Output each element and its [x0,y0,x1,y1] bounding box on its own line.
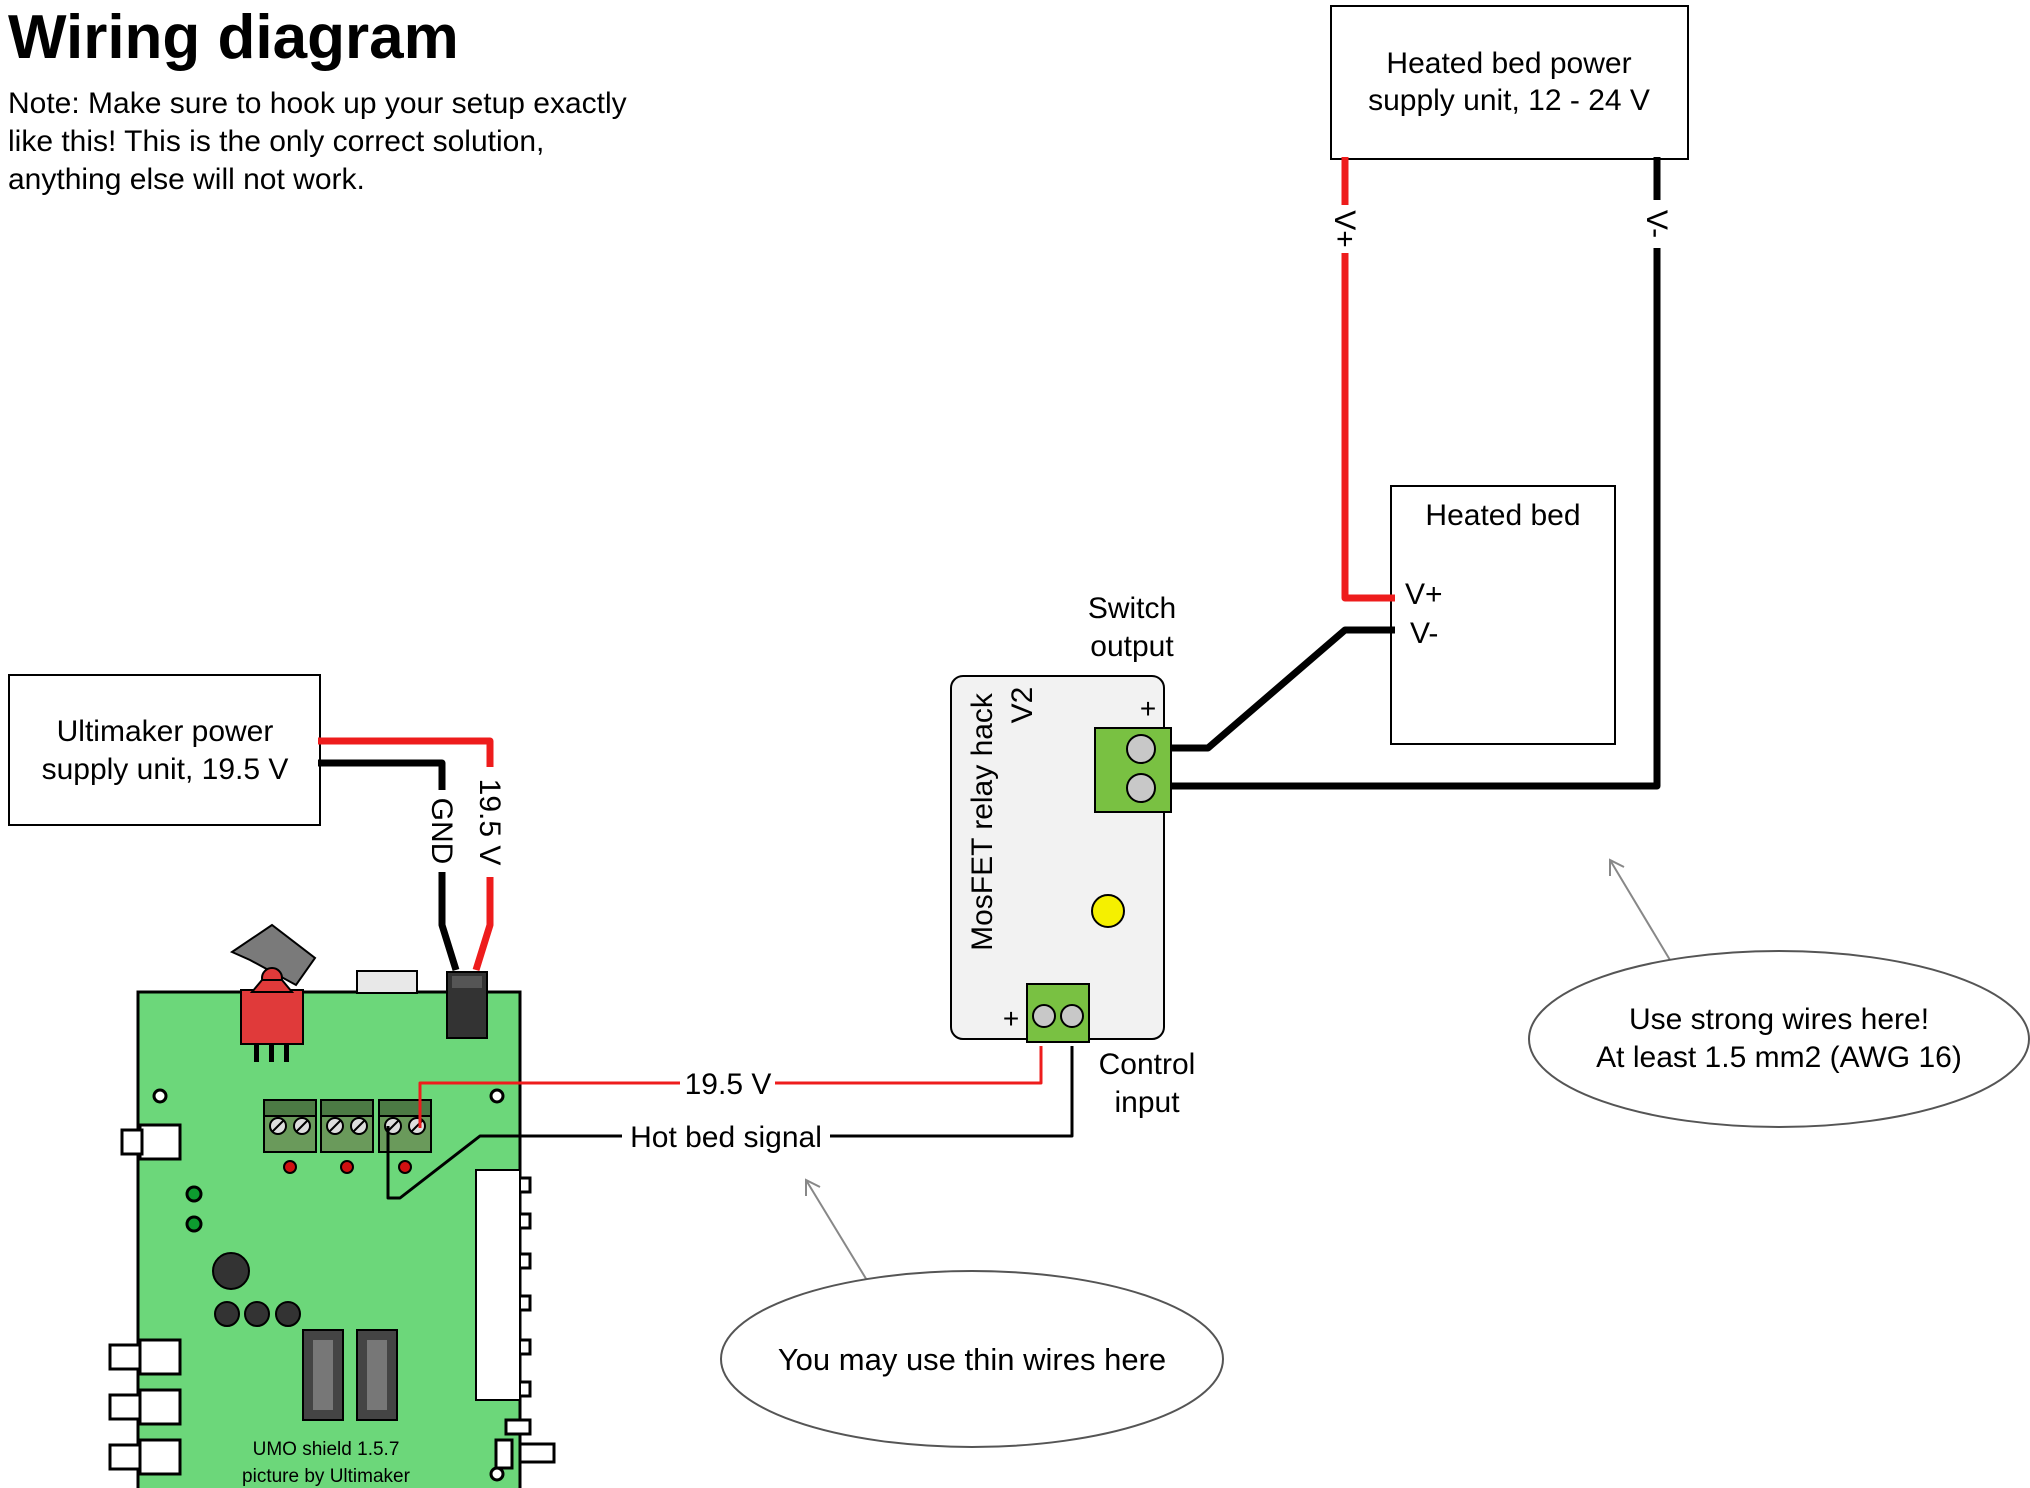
heated-bed-psu-label-1: Heated bed power [1386,47,1631,80]
left-connectors [108,1123,182,1476]
wire-label-psu-v-minus: V- [1640,210,1673,238]
control-input-label-1: Control [1099,1048,1196,1081]
board-terminal-blocks [263,1099,432,1153]
mosfet-plus-bottom: + [1003,1003,1019,1034]
note-line-3: anything else will not work. [8,163,365,196]
umo-shield-board: UMO shield 1.5.7 picture by Ultimaker [108,923,556,1488]
wire-label-psu-v-plus: V+ [1328,210,1361,248]
callout-strong-wires: Use strong wires here! At least 1.5 mm2 … [1528,858,2030,1128]
mosfet-board: MosFET relay hack V2 + + [950,675,1172,1043]
callout-thin-wires-text: You may use thin wires here [778,1342,1166,1377]
wire-label-gnd: GND [425,798,458,865]
wire-gnd-lower [438,872,460,972]
wire-bed-v-plus-lower [1341,253,1395,602]
wire-gnd [318,759,446,790]
wire-hot-bed-signal-right [830,1046,1074,1138]
callout-strong-wires-text-2: At least 1.5 mm2 (AWG 16) [1596,1041,1962,1074]
ultimaker-psu-label-2: supply unit, 19.5 V [42,753,289,786]
ultimaker-power-wires [318,737,494,972]
control-input-label-2: input [1114,1086,1180,1119]
wire-label-195v-signal: 19.5 V [685,1068,772,1101]
heated-bed: Heated bed V+ V- [1390,485,1616,745]
heated-bed-v-plus: V+ [1405,578,1443,611]
wire-label-195v-vertical: 19.5 V [473,779,506,866]
heavy-wires [1170,157,1661,790]
wire-signal-195v [418,1081,680,1128]
switch-output-terminal [1094,727,1172,813]
note-line-1: Note: Make sure to hook up your setup ex… [8,87,627,120]
wire-signal-195v-right [775,1046,1043,1085]
callout-strong-wires-text-1: Use strong wires here! [1629,1003,1929,1036]
heated-bed-psu: Heated bed power supply unit, 12 - 24 V [1330,5,1689,160]
switch-output-label-1: Switch [1088,592,1176,625]
heated-bed-v-minus: V- [1410,617,1438,650]
signal-wires [386,1046,1074,1200]
mosfet-label-1: MosFET relay hack [966,692,999,951]
diagram-title: Wiring diagram [8,3,459,72]
right-pin-strip [475,1169,521,1401]
heated-bed-psu-label-2: supply unit, 12 - 24 V [1368,84,1650,117]
wire-195v [318,737,494,767]
heated-bed-title: Heated bed [1425,499,1580,532]
mosfet-plus-top: + [1140,693,1156,724]
umo-shield-label-1: UMO shield 1.5.7 [253,1439,400,1460]
control-input-terminal [1026,983,1090,1043]
power-switch-icon [229,923,317,1062]
callout-thin-wires: You may use thin wires here [720,1178,1224,1448]
mosfet-label-2: V2 [1006,687,1039,724]
wire-bed-v-minus-lower [1170,248,1661,790]
umo-shield-label-2: picture by Ultimaker [242,1466,411,1487]
note-line-2: like this! This is the only correct solu… [8,125,545,158]
status-led-icon [1091,894,1125,928]
wire-195v-lower [472,877,494,972]
switch-output-label-2: output [1090,630,1174,663]
wire-switch-to-bed [1170,626,1395,752]
wire-label-hot-bed-signal: Hot bed signal [630,1121,822,1154]
wire-hot-bed-signal [386,1126,622,1200]
ultimaker-psu: Ultimaker power supply unit, 19.5 V [8,674,321,826]
ultimaker-psu-label-1: Ultimaker power [57,715,274,748]
